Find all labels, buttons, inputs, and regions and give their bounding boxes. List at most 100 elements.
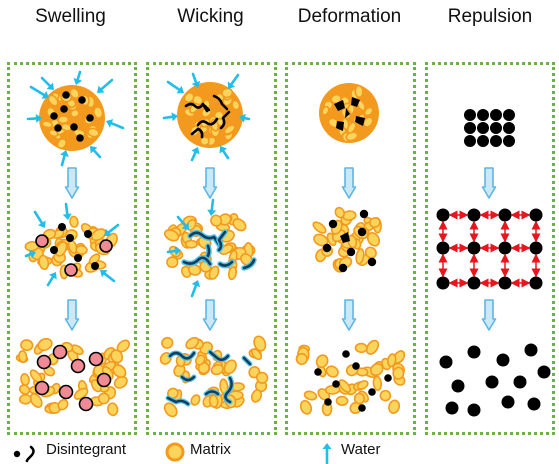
disintegrant-strand: [180, 375, 196, 382]
water-arrow-head: [181, 222, 189, 230]
panel-repulsion: [425, 62, 555, 435]
matrix-particle: [18, 350, 28, 363]
water-arrow-head: [174, 246, 181, 256]
matrix-particle: [37, 337, 53, 352]
matrix-particle: [231, 99, 241, 111]
matrix-particle: [113, 375, 128, 389]
disintegrant-strand: [208, 350, 230, 361]
water-arrow: [230, 73, 240, 86]
disintegrant-strand: [224, 376, 233, 404]
disintegrant-particle: [501, 395, 515, 409]
process-arrow: [481, 167, 497, 199]
deformed-disintegrant: [345, 108, 350, 118]
disintegrant-strand: [203, 104, 211, 112]
matrix-particle: [97, 392, 110, 405]
disintegrant-particle: [367, 257, 377, 267]
disintegrant-particle: [467, 241, 481, 255]
water-arrow: [162, 115, 174, 120]
matrix-particle: [372, 375, 383, 391]
water-arrow-head: [28, 250, 36, 259]
disintegrant-particle: [464, 122, 476, 134]
matrix-particle: [163, 402, 178, 418]
disintegrant-particle: [359, 209, 369, 219]
matrix-particle: [366, 232, 381, 247]
disintegrant-particle: [357, 227, 367, 237]
water-arrow: [46, 275, 55, 287]
disintegrant-particle: [503, 135, 515, 147]
disintegrant-particle: [477, 122, 489, 134]
legend-disintegrant-label: Disintegrant: [46, 441, 127, 458]
water-arrow: [40, 76, 52, 88]
matrix-particle: [210, 364, 224, 376]
matrix-particle: [18, 393, 32, 405]
matrix-particle: [166, 256, 179, 269]
disintegrant-particle: [328, 219, 338, 229]
matrix-particle: [87, 127, 100, 138]
disintegrant-particle: [91, 262, 99, 270]
matrix-particle: [110, 349, 124, 364]
disintegrant-particle: [445, 401, 459, 415]
disintegrant-particle: [477, 135, 489, 147]
matrix-particle: [250, 348, 263, 361]
matrix-particle: [55, 241, 68, 257]
matrix-particle: [363, 106, 374, 117]
disintegrant-particle: [467, 276, 481, 290]
matrix-particle: [187, 264, 202, 276]
matrix-particle: [199, 136, 210, 147]
disintegrant-particle: [342, 350, 350, 358]
disintegrant-strand: [204, 390, 220, 396]
matrix-particle: [338, 379, 351, 393]
water-arrow-head: [176, 85, 184, 94]
disintegrant-strand: [168, 351, 196, 360]
water-arrow: [24, 252, 32, 258]
disintegrant-particle: [66, 234, 74, 242]
matrix-particle: [38, 254, 50, 271]
disintegrant-particle: [322, 243, 332, 253]
matrix-particle: [41, 120, 54, 129]
title-swelling: Swelling: [35, 6, 106, 27]
matrix-particle: [223, 124, 236, 135]
disintegrant-particle: [439, 355, 453, 369]
water-arrow-head: [239, 113, 246, 123]
disintegrant-strand: [184, 102, 209, 113]
disintegrant-strand: [218, 260, 234, 267]
matrix-particle: [210, 214, 223, 227]
disintegrant-particle: [78, 96, 86, 104]
disintegrant-particle: [324, 398, 332, 406]
deformed-disintegrant: [355, 116, 365, 126]
matrix-particle: [347, 234, 358, 249]
matrix-particle: [392, 366, 405, 380]
disintegrant-particle: [332, 380, 340, 388]
water-arrow: [76, 70, 82, 81]
process-arrow: [481, 299, 497, 331]
disintegrant-particle: [358, 404, 366, 412]
water-arrow-head: [191, 280, 201, 288]
swollen-disintegrant: [36, 354, 52, 370]
matrix-particle: [57, 115, 70, 125]
water-arrow-head: [219, 146, 228, 154]
water-arrow-head: [49, 272, 57, 280]
swollen-disintegrant: [70, 358, 86, 374]
disintegrant-particle: [314, 368, 322, 376]
disintegrant-particle: [503, 122, 515, 134]
water-arrow: [29, 85, 46, 97]
swollen-disintegrant: [88, 351, 104, 367]
panel-wicking: [146, 62, 277, 435]
disintegrant-particle: [58, 223, 66, 231]
water-arrow: [92, 149, 102, 159]
water-arrow: [110, 121, 125, 130]
disintegrant-strand: [190, 127, 204, 139]
matrix-particle: [164, 229, 180, 242]
disintegrant-particle: [464, 135, 476, 147]
water-arrow: [107, 223, 120, 234]
disintegrant-particle: [368, 388, 376, 396]
process-arrow: [202, 299, 218, 331]
disintegrant-particle: [524, 343, 538, 357]
matrix-particle: [194, 354, 206, 366]
matrix-particle: [303, 390, 318, 401]
disintegrant-particle: [74, 254, 82, 262]
disintegrant-particle: [50, 112, 58, 120]
disintegrant-particle: [464, 109, 476, 121]
water-arrow-head: [100, 270, 108, 278]
disintegrant-particle: [60, 105, 68, 113]
